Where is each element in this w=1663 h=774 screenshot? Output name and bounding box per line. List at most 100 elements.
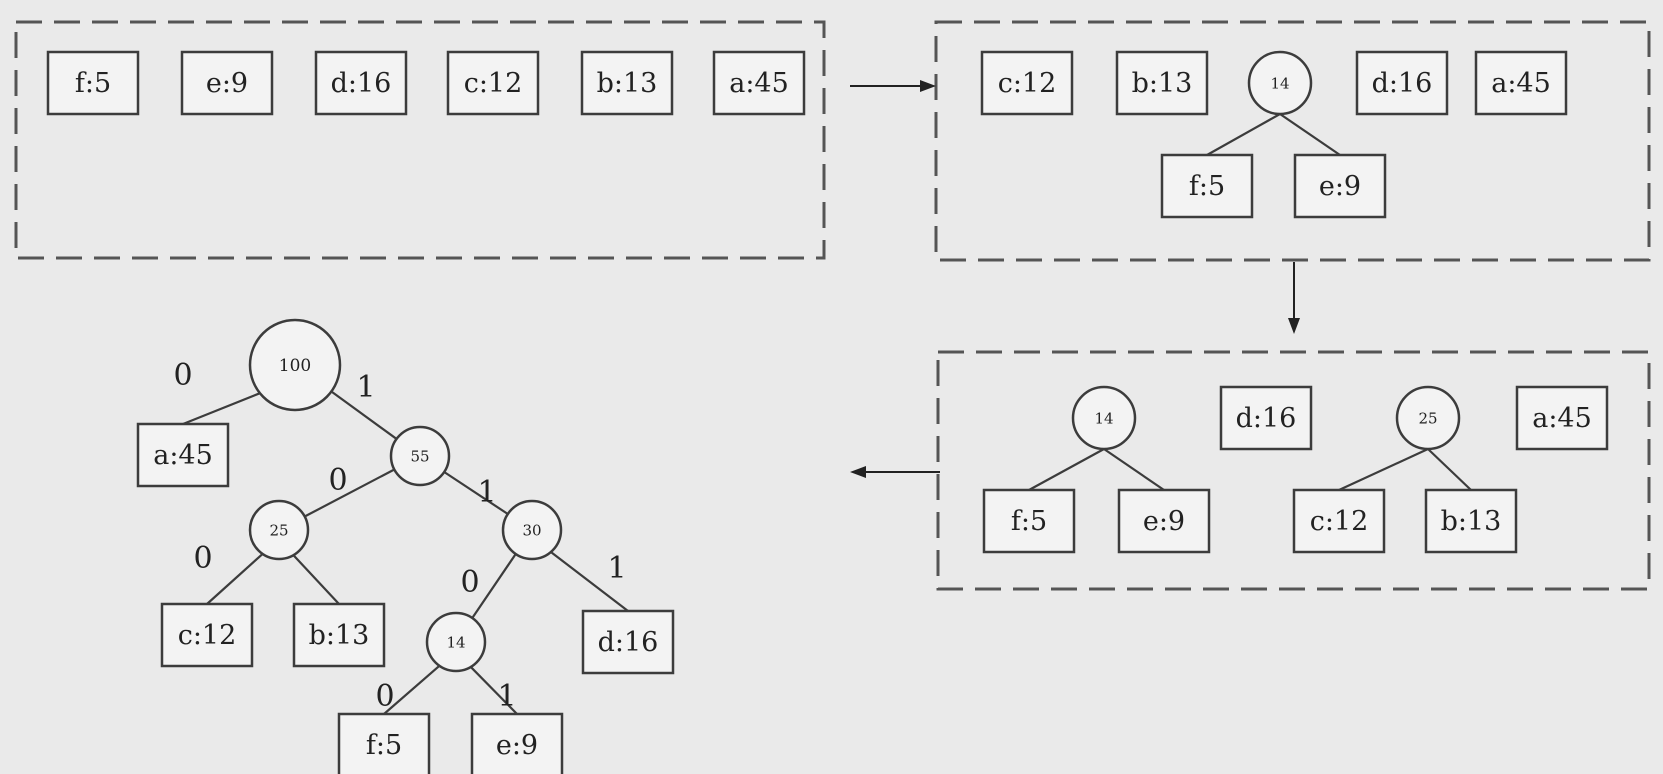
internal-label: 25 (1418, 409, 1437, 427)
node-layer: f:5 e:9 d:16 c:12 b:13 a:45 c:12 b:13 f:5 e:9 14 d:… (46, 50, 1609, 774)
leaf-label: d:16 (598, 627, 659, 658)
leaf-label: b:13 (597, 68, 658, 99)
tree-edge (1279, 113, 1341, 156)
leaf-box (980, 50, 1074, 116)
internal-node-55: 55 (389, 425, 451, 487)
leaf-box (1355, 50, 1449, 116)
internal-node-14: 14 (1247, 50, 1313, 116)
internal-label: 14 (446, 633, 465, 651)
leaf-box (180, 50, 274, 116)
internal-circle (501, 499, 563, 561)
tree-edge (443, 471, 509, 515)
leaf-node-c-12: c:12 (1292, 488, 1386, 554)
edge-bit-label: 1 (356, 370, 375, 405)
panel-2-frame (934, 20, 1651, 262)
edge-bit-label: 1 (477, 475, 496, 510)
leaf-node-f-5: f:5 (46, 50, 140, 116)
leaf-node-a-45: a:45 (1474, 50, 1568, 116)
tree-edge (471, 553, 517, 619)
leaf-label: f:5 (75, 68, 111, 99)
tree-edge (292, 554, 340, 605)
leaf-box (1293, 153, 1387, 219)
leaf-box (160, 602, 254, 668)
leaf-node-d-16: d:16 (1219, 385, 1313, 451)
leaf-box (1115, 50, 1209, 116)
leaf-node-c-12: c:12 (446, 50, 540, 116)
leaf-box (446, 50, 540, 116)
leaf-label: d:16 (1236, 403, 1297, 434)
internal-label: 14 (1270, 74, 1289, 92)
leaf-label: e:9 (496, 730, 538, 761)
internal-label: 14 (1094, 409, 1113, 427)
tree-edge (1338, 448, 1429, 491)
leaf-label: c:12 (464, 68, 523, 99)
internal-label: 55 (410, 447, 429, 465)
panel-3-frame (936, 350, 1651, 591)
internal-label: 100 (279, 356, 311, 376)
leaf-node-e-9: e:9 (1117, 488, 1211, 554)
leaf-node-a-45: a:45 (1515, 385, 1609, 451)
internal-node-25: 25 (1395, 385, 1461, 451)
leaf-label: f:5 (1011, 506, 1047, 537)
internal-circle (389, 425, 451, 487)
leaf-label: c:12 (1310, 506, 1369, 537)
leaf-label: d:16 (1372, 68, 1433, 99)
leaf-label: c:12 (998, 68, 1057, 99)
leaf-node-d-16: d:16 (314, 50, 408, 116)
leaf-label: e:9 (1143, 506, 1185, 537)
tree-edge (1028, 448, 1105, 491)
edge-bit-label: 1 (607, 551, 626, 586)
leaf-node-e-9: e:9 (180, 50, 274, 116)
tree-edge (469, 666, 518, 715)
leaf-label: f:5 (1189, 171, 1225, 202)
leaf-node-d-16: d:16 (581, 609, 675, 675)
tree-edge (182, 392, 261, 426)
internal-node-100: 100 (248, 318, 342, 412)
tree-edge (1427, 448, 1472, 491)
leaf-node-d-16: d:16 (1355, 50, 1449, 116)
internal-label: 25 (269, 521, 288, 539)
internal-node-30: 30 (501, 499, 563, 561)
internal-circle (1071, 385, 1137, 451)
tree-edge (550, 551, 629, 612)
tree-edge (330, 390, 398, 440)
leaf-box (1160, 153, 1254, 219)
leaf-label: b:13 (1441, 506, 1502, 537)
leaf-box (581, 609, 675, 675)
leaf-label: b:13 (1132, 68, 1193, 99)
leaf-node-f-5: f:5 (1160, 153, 1254, 219)
leaf-node-e-9: e:9 (1293, 153, 1387, 219)
leaf-node-a-45: a:45 (136, 422, 230, 488)
leaf-label: b:13 (309, 620, 370, 651)
leaf-box (712, 50, 806, 116)
leaf-node-a-45: a:45 (712, 50, 806, 116)
tree-edge (304, 468, 395, 518)
internal-node-14: 14 (1071, 385, 1137, 451)
leaf-node-f-5: f:5 (982, 488, 1076, 554)
diagram-content: f:5 e:9 d:16 c:12 b:13 a:45 c:12 b:13 f:5 e:9 14 d:… (46, 50, 1609, 774)
leaf-label: a:45 (153, 440, 213, 471)
leaf-box (292, 602, 386, 668)
leaf-node-b-13: b:13 (1115, 50, 1209, 116)
leaf-label: a:45 (729, 68, 789, 99)
leaf-box (314, 50, 408, 116)
leaf-node-b-13: b:13 (580, 50, 674, 116)
tree-edge (1103, 448, 1165, 491)
internal-label: 30 (522, 521, 541, 539)
leaf-box (580, 50, 674, 116)
edge-bit-label: 0 (328, 463, 347, 498)
tree-edge (1206, 113, 1281, 156)
leaf-box (1474, 50, 1568, 116)
leaf-label: a:45 (1491, 68, 1551, 99)
leaf-box (470, 712, 564, 774)
leaf-label: a:45 (1532, 403, 1592, 434)
internal-circle (248, 499, 310, 561)
leaf-label: f:5 (366, 730, 402, 761)
edge-bit-label: 1 (497, 679, 516, 714)
leaf-box (1292, 488, 1386, 554)
edge-layer (182, 113, 1472, 715)
leaf-label: e:9 (206, 68, 248, 99)
leaf-node-b-13: b:13 (1424, 488, 1518, 554)
